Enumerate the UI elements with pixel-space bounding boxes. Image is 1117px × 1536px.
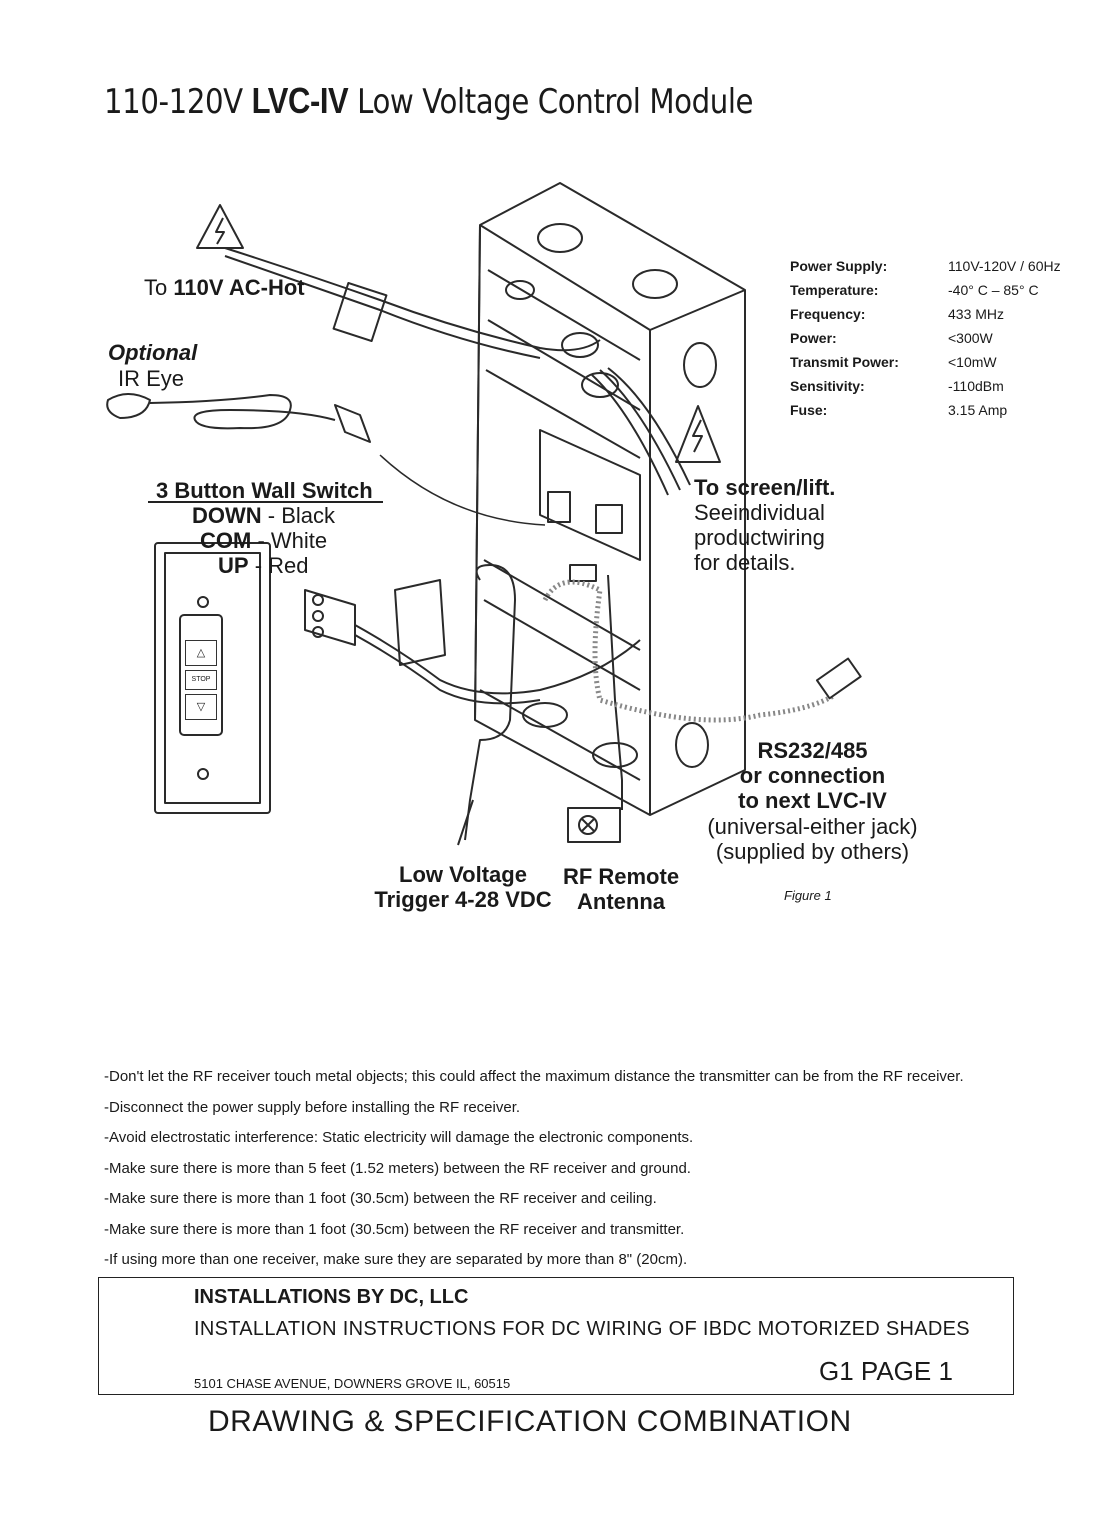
down-color: - Black (267, 503, 336, 528)
installation-notes: -Don't let the RF receiver touch metal o… (104, 1068, 964, 1282)
note-item: -Make sure there is more than 5 feet (1.… (104, 1159, 691, 1177)
knockout-top-left (537, 223, 583, 253)
down-wire: DOWN - Black (192, 503, 335, 528)
note-item: -Disconnect the power supply before inst… (104, 1098, 521, 1116)
rs-line-2: or connection (739, 763, 886, 788)
company-address: 5101 CHASE AVENUE, DOWNERS GROVE IL, 605… (194, 1376, 511, 1391)
ac-hot-callout: To 110V AC-Hot (144, 275, 305, 300)
rf-antenna-wire (607, 574, 623, 810)
spec-label: Power: (790, 330, 837, 346)
screen-lift-label: To screen/lift. (694, 475, 836, 500)
screen-line-4: for details. (694, 550, 796, 575)
connector-block (547, 491, 571, 523)
page-number: G1 PAGE 1 (819, 1356, 953, 1386)
up-wire: UP - Red (218, 553, 308, 578)
rj45-plug (815, 657, 862, 700)
note-item: -Don't let the RF receiver touch metal o… (104, 1068, 964, 1085)
spec-label: Fuse: (790, 402, 828, 418)
spec-label: Transmit Power: (790, 354, 899, 370)
stop-button: STOP (185, 670, 217, 690)
rf-remote-line-2: Antenna (577, 889, 665, 914)
rs232-cable (542, 579, 837, 723)
spec-label: Power Supply: (790, 258, 888, 274)
warning-triangle-left (196, 204, 244, 249)
down-label: DOWN (192, 503, 262, 528)
spec-value: 3.15 Amp (948, 402, 1008, 418)
page-title: 110-120V LVC-IV Low Voltage Control Modu… (104, 80, 754, 122)
warning-triangle-right (675, 405, 721, 463)
switch-rocker (179, 614, 223, 736)
note-item: -If using more than one receiver, make s… (104, 1251, 688, 1268)
spec-value: -40° C – 85° C (948, 282, 1039, 298)
rs-line-1: RS232/485 (757, 738, 868, 763)
drawing-spec-title: DRAWING & SPECIFICATION COMBINATION (208, 1405, 852, 1438)
com-label: COM (200, 528, 252, 553)
title-suffix: Low Voltage Control Module (357, 82, 754, 122)
spec-value: <300W (948, 330, 993, 346)
rs-line-3: to next LVC-IV (738, 788, 887, 813)
note-item: -Make sure there is more than 1 foot (30… (104, 1220, 685, 1238)
com-wire: COM - White (200, 528, 327, 553)
spec-value: 110V-120V / 60Hz (948, 258, 1061, 274)
screen-line-2: Seeindividual (694, 500, 825, 525)
spec-value: <10mW (948, 354, 997, 370)
switch-connector (304, 589, 356, 646)
title-model: LVC-IV (251, 80, 349, 121)
cord-tag (332, 281, 388, 343)
up-arrow-icon: △ (185, 640, 217, 666)
spec-label: Sensitivity: (790, 378, 865, 394)
figure-caption: Figure 1 (784, 888, 832, 903)
low-voltage-line-1: Low Voltage (399, 862, 527, 887)
ir-optional-label: Optional (108, 340, 198, 365)
rs-line-4: (universal-either jack) (707, 814, 918, 839)
note-item: -Avoid electrostatic interference: Stati… (104, 1129, 694, 1146)
ac-hot-label: 110V AC-Hot (173, 275, 305, 300)
ac-hot-prefix: To (144, 275, 168, 300)
note-item: -Make sure there is more than 1 foot (30… (104, 1190, 657, 1207)
low-voltage-line-2: Trigger 4-28 VDC (374, 887, 552, 912)
ir-eye-label: IR Eye (118, 366, 185, 391)
title-voltage: 110-120V (104, 82, 243, 122)
rj-jack (595, 504, 623, 534)
knockout-side-lower (675, 722, 709, 768)
company-name: INSTALLATIONS BY DC, LLC (194, 1286, 469, 1308)
screen-line-3: productwiring (694, 525, 825, 550)
switch-buttons: △ STOP ▽ (185, 640, 217, 720)
com-color: - White (257, 528, 328, 553)
rf-remote-line-1: RF Remote (562, 864, 680, 889)
ac-power-cord (224, 247, 601, 352)
rs-line-5: (supplied by others) (715, 839, 910, 864)
spec-label: Temperature: (790, 282, 879, 298)
wall-switch-title: 3 Button Wall Switch (156, 478, 373, 503)
circuit-board (539, 429, 641, 561)
rf-antenna-tag (567, 807, 621, 843)
up-label: UP (218, 553, 249, 578)
wall-switch-plate (154, 542, 271, 814)
low-voltage-trigger-wire (464, 564, 516, 841)
knockout-side-upper (683, 342, 717, 388)
spec-value: -110dBm (948, 378, 1004, 394)
down-arrow-icon: ▽ (185, 694, 217, 720)
up-color: - Red (254, 553, 309, 578)
title-block: INSTALLATIONS BY DC, LLC INSTALLATION IN… (98, 1277, 1014, 1395)
knockout-top-right (632, 269, 678, 299)
instructions-title: INSTALLATION INSTRUCTIONS FOR DC WIRING … (194, 1318, 970, 1340)
spec-value: 433 MHz (948, 306, 1005, 322)
spec-label: Frequency: (790, 306, 866, 322)
ir-eye (106, 393, 151, 419)
